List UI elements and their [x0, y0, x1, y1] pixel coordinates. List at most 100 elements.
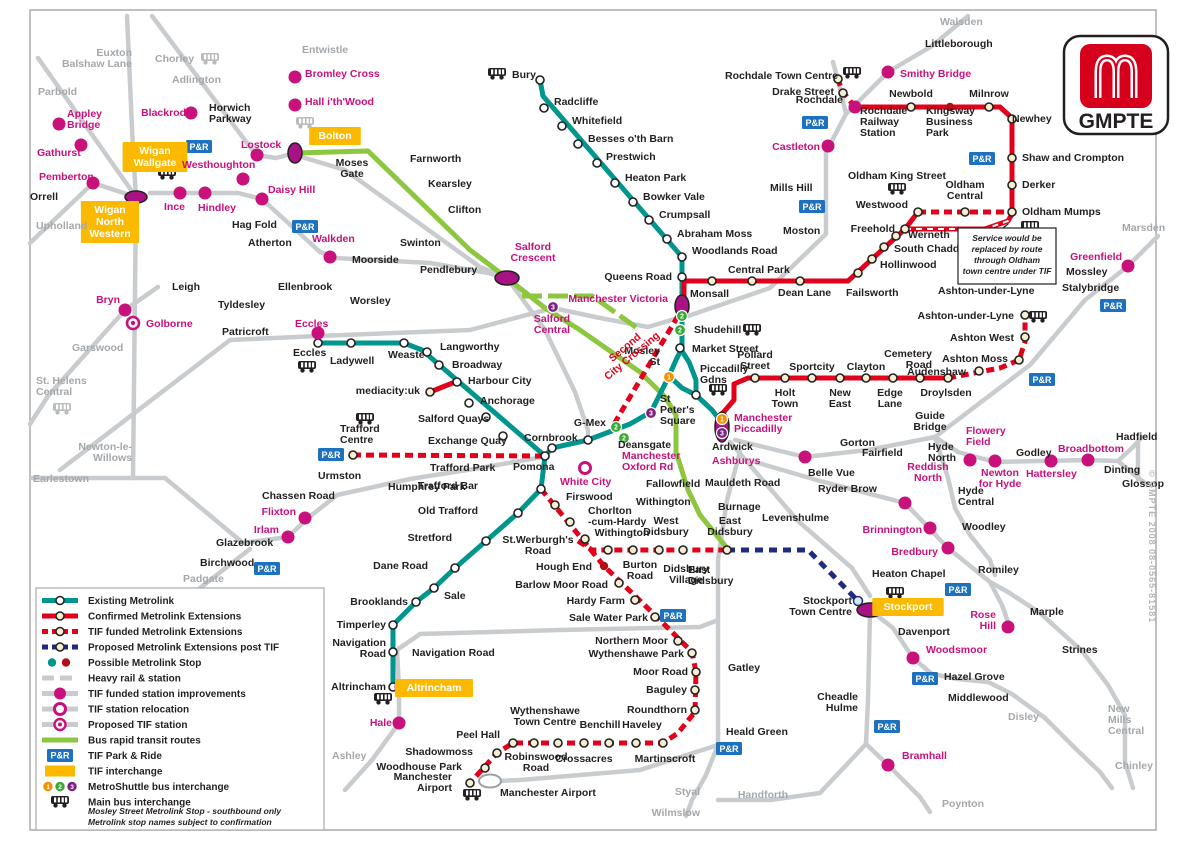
label-line: Central — [534, 324, 570, 336]
label-line: Ashton Moss — [942, 353, 1008, 365]
label-line: Pemberton — [39, 171, 94, 183]
bus-window — [891, 184, 894, 190]
extension-stop-marker — [913, 207, 923, 217]
bus-window — [719, 385, 722, 391]
gmpte-m-icon-inner — [1097, 56, 1135, 98]
station-label: Glossop — [1122, 478, 1164, 490]
station-label: Bury — [512, 69, 536, 81]
station-label: Walkden — [312, 233, 355, 245]
metrolink-stop-marker — [610, 178, 620, 188]
park-and-ride-badge: P&R — [254, 562, 280, 575]
label-line: Lane — [878, 398, 903, 410]
station-label: Ashburys — [712, 455, 761, 467]
label-line: Broadbottom — [1058, 443, 1124, 455]
label-line: Moston — [783, 225, 820, 237]
label-line: Patricroft — [222, 326, 269, 338]
label-line: Road — [360, 648, 386, 660]
station-label: Rochdale Town Centre — [725, 70, 838, 82]
bus-wheel — [854, 74, 859, 79]
gmpte-logo-text: GMPTE — [1079, 110, 1154, 133]
station-label: Central Park — [728, 264, 790, 276]
station-label: Tyldesley — [218, 299, 265, 311]
label-line: Ladywell — [330, 355, 374, 367]
label-line: Handforth — [738, 789, 788, 801]
bus-window — [306, 118, 309, 124]
route-line-34 — [522, 293, 642, 333]
bus-window — [757, 325, 760, 331]
label-line: Western — [89, 228, 130, 240]
station-label: Hale — [370, 717, 392, 729]
metroshuttle-circle — [715, 412, 729, 426]
station-label: Altrincham — [331, 681, 386, 693]
bus-window — [896, 588, 899, 594]
legend-dot — [47, 658, 57, 667]
extension-stop-marker — [1014, 355, 1024, 365]
bus-wheel — [358, 420, 363, 425]
station-label: Hattersley — [1026, 468, 1077, 480]
extension-stop-marker — [1007, 114, 1017, 124]
station-label: Ashton-under-Lyne — [918, 310, 1015, 322]
label-line: Altrincham — [331, 681, 386, 693]
label-line: Euxton — [96, 47, 132, 59]
park-and-ride-label: P&R — [1103, 301, 1123, 311]
tif-improvement-marker — [1001, 620, 1015, 634]
metroshuttle-number: 2 — [622, 436, 626, 443]
extension-stop-marker — [838, 88, 848, 98]
label-line: Stretford — [408, 532, 452, 544]
label-line: Navigation — [332, 637, 386, 649]
metrolink-stop-marker — [399, 338, 409, 348]
park-and-ride-box — [912, 672, 938, 685]
bus-wheel — [890, 190, 895, 195]
park-and-ride-box — [799, 200, 825, 213]
bus-window — [889, 588, 892, 594]
gmpte-logo: GMPTE — [1062, 34, 1170, 136]
label-line: Parbold — [38, 86, 77, 98]
station-label: Urmston — [318, 470, 361, 482]
route-line-51 — [611, 314, 681, 426]
station-label: Pemberton — [39, 171, 94, 183]
legend-item-label: Heavy rail & station — [88, 674, 181, 685]
extension-stop-marker — [900, 224, 910, 234]
station-label: Hardy Farm — [567, 595, 625, 607]
copyright-text: © GMPTE 2008 08-0565-81581 — [1147, 470, 1157, 623]
station-label: Queens Road — [604, 271, 672, 283]
station-label: Hag Fold — [232, 219, 277, 231]
route-line-41 — [852, 104, 1015, 215]
bus-interchange-icon — [1029, 311, 1047, 323]
label-line: Droylsden — [920, 387, 971, 399]
bus-window — [67, 404, 70, 410]
label-line: Road — [523, 762, 549, 774]
label-line: Old Trafford — [418, 505, 478, 517]
label-line: Queens Road — [604, 271, 672, 283]
station-label: Radcliffe — [554, 96, 599, 108]
label-line: Road — [525, 545, 551, 557]
label-line: North — [928, 452, 956, 464]
station-label: Besses o'th Barn — [588, 133, 673, 145]
bus-window — [1035, 312, 1038, 318]
label-line: Appley — [67, 108, 102, 120]
label-line: Burnage — [718, 501, 761, 513]
extension-stop-marker — [650, 612, 660, 622]
park-and-ride-label: P&R — [295, 222, 315, 232]
station-label: Abraham Moss — [677, 228, 752, 240]
station-label: Bromley Cross — [305, 68, 380, 80]
extension-stop-marker — [879, 242, 889, 252]
station-label: Adlington — [172, 74, 221, 86]
metrolink-stop-marker — [573, 139, 583, 149]
label-line: Horwich — [209, 102, 250, 114]
bus-window — [466, 790, 469, 796]
label-line: Fallowfield — [646, 478, 700, 490]
station-label: Smithy Bridge — [900, 68, 971, 80]
station-label: Newton-le-Willows — [78, 441, 132, 464]
legend-pr-box — [47, 749, 73, 762]
